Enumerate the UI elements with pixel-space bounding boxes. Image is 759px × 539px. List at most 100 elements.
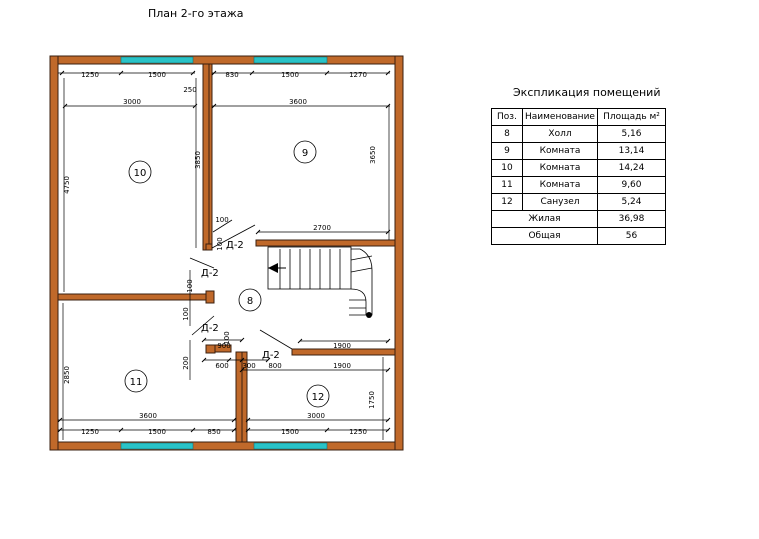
dim-top-1250: 1250 xyxy=(81,71,99,79)
room-label-8: 8 xyxy=(247,296,253,307)
dim-m-300: 300 xyxy=(242,362,255,370)
wall-stub-hall xyxy=(205,290,215,304)
windows xyxy=(120,56,328,450)
dim-r12-3000: 3000 xyxy=(307,412,325,420)
dim-r10-4750: 4750 xyxy=(63,176,71,194)
dim-m-1900a: 1900 xyxy=(333,342,351,350)
header-pos: Поз. xyxy=(491,108,523,126)
dim-m-600: 600 xyxy=(215,362,228,370)
room-marker-10 xyxy=(128,160,152,184)
wall-bottom xyxy=(49,441,404,451)
staircase xyxy=(267,246,373,316)
dimension-lines xyxy=(58,72,390,440)
cell-pos: 12 xyxy=(491,193,523,211)
dim-m-1900b: 1900 xyxy=(333,362,351,370)
explication-table: Поз. Наименование Площадь м² 8 Холл 5,16… xyxy=(491,108,666,245)
cell-area: 5,24 xyxy=(597,193,666,211)
room-markers xyxy=(124,140,330,408)
header-name: Наименование xyxy=(522,108,598,126)
cell-pos: 11 xyxy=(491,176,523,194)
door-label-2: Д-2 xyxy=(201,268,219,279)
cell-area: 14,24 xyxy=(597,159,666,177)
wall-post xyxy=(205,344,216,354)
dim-r10-3850: 3850 xyxy=(194,151,202,169)
door-swing-9b xyxy=(211,224,256,249)
room-marker-11 xyxy=(124,369,148,393)
total-label-overall: Общая xyxy=(491,227,598,245)
cell-name: Холл xyxy=(522,125,598,143)
cell-pos: 8 xyxy=(491,125,523,143)
dim-top-1270: 1270 xyxy=(349,71,367,79)
wall-10-11 xyxy=(57,293,211,301)
wall-right xyxy=(394,55,404,451)
exterior-walls xyxy=(49,55,404,451)
dim-bot-1250a: 1250 xyxy=(81,428,99,436)
wall-stair-12 xyxy=(291,348,396,356)
dim-100e: 100 xyxy=(223,331,231,344)
cell-area: 5,16 xyxy=(597,125,666,143)
wall-top xyxy=(49,55,404,65)
cell-area: 9,60 xyxy=(597,176,666,194)
total-value-living: 36,98 xyxy=(597,210,666,228)
door-swing-10 xyxy=(189,257,215,269)
dim-st-2700: 2700 xyxy=(313,224,331,232)
dim-m-800: 800 xyxy=(268,362,281,370)
room-marker-12 xyxy=(306,384,330,408)
window-top-2 xyxy=(253,56,328,64)
table-row: 12 Санузел 5,24 xyxy=(491,193,666,211)
dim-r9-3650: 3650 xyxy=(369,146,377,164)
explication-title: Экспликация помещений xyxy=(513,86,661,99)
cell-pos: 9 xyxy=(491,142,523,160)
wall-corner xyxy=(205,243,213,251)
dim-r11-2850: 2850 xyxy=(63,366,71,384)
dimension-ticks xyxy=(57,70,391,433)
cell-name: Комната xyxy=(522,176,598,194)
door-swing-9 xyxy=(212,219,233,233)
dim-top-1500b: 1500 xyxy=(281,71,299,79)
window-top-1 xyxy=(120,56,194,64)
stair-arrow-icon xyxy=(268,263,278,273)
dim-bot-1500a: 1500 xyxy=(148,428,166,436)
door-label-3: Д-2 xyxy=(201,323,219,334)
wall-left xyxy=(49,55,59,451)
room-label-9: 9 xyxy=(302,148,308,159)
room-marker-8 xyxy=(238,288,262,312)
dim-100d: 100 xyxy=(182,307,190,320)
door-swing-12 xyxy=(259,329,293,350)
table-total-row: Общая 56 xyxy=(491,227,666,245)
door-label-1: Д-2 xyxy=(226,240,244,251)
plan-title: План 2-го этажа xyxy=(148,7,244,20)
dim-100a: 100 xyxy=(215,216,228,224)
dim-bot-850: 850 xyxy=(207,428,220,436)
wall-11-12 xyxy=(235,351,243,443)
table-row: 9 Комната 13,14 xyxy=(491,142,666,160)
dim-r11-3600: 3600 xyxy=(139,412,157,420)
dim-top-830: 830 xyxy=(225,71,238,79)
cell-name: Комната xyxy=(522,142,598,160)
dim-r9-3600: 3600 xyxy=(289,98,307,106)
dim-top-1500a: 1500 xyxy=(148,71,166,79)
room-label-12: 12 xyxy=(312,392,325,403)
door-label-4: Д-2 xyxy=(262,350,280,361)
wall-10-9-inner xyxy=(208,63,213,251)
dim-100b: 100 xyxy=(216,237,224,250)
wall-10-9 xyxy=(202,63,210,251)
dim-bot-1500b: 1500 xyxy=(281,428,299,436)
dim-r12-1750: 1750 xyxy=(368,391,376,409)
table-row: 8 Холл 5,16 xyxy=(491,125,666,143)
dim-m-900: 900 xyxy=(217,342,230,350)
wall-9-stair xyxy=(255,239,396,247)
wall-hall-11 xyxy=(214,344,232,353)
header-area: Площадь м² xyxy=(597,108,666,126)
dim-250: 250 xyxy=(183,86,196,94)
stair-end-dot-icon xyxy=(366,312,372,318)
wall-11-12-inner xyxy=(241,351,248,443)
door-swing-11 xyxy=(191,315,215,336)
room-label-10: 10 xyxy=(134,168,147,179)
dim-r10-3000: 3000 xyxy=(123,98,141,106)
total-value-overall: 56 xyxy=(597,227,666,245)
window-bottom-2 xyxy=(253,442,328,450)
total-label-living: Жилая xyxy=(491,210,598,228)
room-label-11: 11 xyxy=(130,377,143,388)
